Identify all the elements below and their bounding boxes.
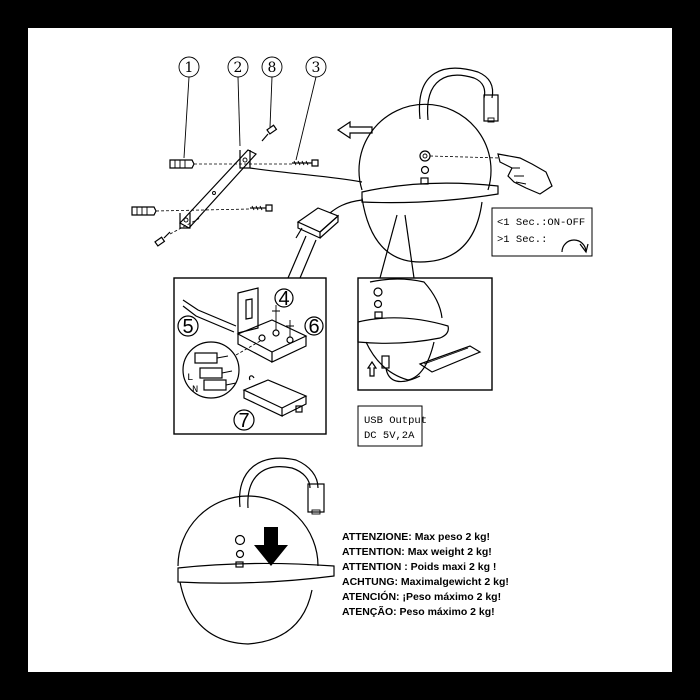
svg-text:5: 5: [182, 316, 193, 338]
svg-text:1: 1: [185, 60, 194, 76]
svg-text:3: 3: [312, 60, 321, 76]
mounting-bracket: [179, 149, 257, 229]
wall-anchor-bottom: [131, 206, 157, 216]
callout-7: 7: [233, 409, 255, 432]
lamp-bottom-gooseneck: [238, 457, 319, 508]
alignment-line-screw: [169, 217, 201, 235]
insert-arrow-icon: [366, 360, 378, 377]
warning-de: ACHTUNG: Maximalgewicht 2 kg!: [342, 576, 509, 588]
lamp-top-gooseneck: [418, 67, 494, 120]
touch-info-box: <1 Sec.:ON-OFF >1 Sec.:: [491, 207, 593, 257]
touch-button-icon: [419, 150, 431, 162]
smartphone-icon: [418, 345, 482, 373]
alignment-line-bottom: [155, 208, 251, 212]
usb-plug-icon: [381, 355, 390, 369]
lamp-bottom-shelf: [177, 562, 335, 584]
svg-text:>1 Sec.:: >1 Sec.:: [497, 234, 547, 246]
callout-8: 8: [261, 56, 283, 128]
callout-6: 6: [304, 316, 324, 338]
usb-output-box: USB Output DC 5V,2A: [357, 405, 427, 447]
lamp-top-dome: [358, 103, 492, 191]
lamp-bottom: [177, 457, 335, 645]
lamp-bottom-touch-icon: [234, 534, 246, 546]
svg-text:2: 2: [234, 60, 243, 76]
mount-direction-arrow: [336, 120, 373, 140]
usb-detail-panel: [357, 277, 493, 391]
power-cable: [249, 167, 363, 183]
callout-1: 1: [178, 56, 200, 159]
warning-es: ATENCIÓN: ¡Peso máximo 2 kg!: [342, 590, 501, 603]
svg-text:4: 4: [278, 288, 289, 310]
wall-anchor-top: [169, 159, 195, 169]
svg-text:N: N: [192, 384, 198, 396]
svg-text:L: L: [187, 372, 193, 384]
wiring-detail-panel: L N: [173, 277, 327, 435]
warning-pt: ATENÇÃO: Peso máximo 2 kg!: [342, 605, 495, 618]
lamp-bottom-lower-dome: [179, 581, 313, 645]
lamp-bottom-led-icon: [235, 549, 245, 559]
warning-en: ATTENTION: Max weight 2 kg!: [342, 546, 492, 558]
lamp-bottom-gooseneck-inner: [247, 466, 311, 509]
screw-long-top: [292, 159, 319, 167]
touch-guide-line: [429, 155, 501, 159]
svg-text:8: 8: [268, 60, 277, 76]
lamp-top: [358, 67, 501, 263]
screw-long-bottom: [250, 204, 273, 212]
svg-text:<1 Sec.:ON-OFF: <1 Sec.:ON-OFF: [497, 217, 585, 229]
svg-text:USB Output: USB Output: [364, 415, 427, 427]
lamp-bottom-head: [307, 483, 325, 513]
lamp-top-lower-dome: [361, 197, 483, 263]
connector-magnifier: [182, 341, 240, 399]
dimming-arrow-icon: [579, 243, 589, 254]
dimming-arc-icon: [561, 239, 587, 253]
usb-panel-led-icon: [373, 299, 383, 309]
svg-text:7: 7: [238, 410, 249, 432]
svg-text:DC 5V,2A: DC 5V,2A: [364, 430, 415, 442]
usb-panel-touch-icon: [373, 287, 383, 297]
weight-warnings: ATTENZIONE: Max peso 2 kg! ATTENTION: Ma…: [342, 531, 509, 618]
detail-pointer-line: [287, 235, 307, 279]
usb-port-icon: [420, 177, 429, 185]
warning-fr: ATTENTION : Poids maxi 2 kg !: [342, 561, 496, 573]
callout-4: 4: [274, 288, 294, 310]
callout-3: 3: [295, 56, 327, 161]
pointing-hand-icon: [497, 153, 553, 195]
weight-down-arrow-icon: [254, 527, 288, 566]
driver-junction-box: [295, 199, 363, 239]
lamp-bottom-port-icon: [235, 561, 244, 568]
callout-5: 5: [177, 315, 199, 338]
led-indicator-icon: [420, 165, 430, 175]
screw-small-bottom: [154, 231, 171, 247]
lamp-top-gooseneck-inner: [427, 74, 486, 121]
lamp-top-shelf: [361, 182, 499, 204]
warning-it: ATTENZIONE: Max peso 2 kg!: [342, 531, 490, 543]
lamp-top-head: [483, 94, 499, 122]
screw-small-top: [261, 124, 278, 142]
callout-2: 2: [227, 56, 249, 147]
svg-text:6: 6: [308, 316, 319, 338]
usb-panel-port-icon: [374, 311, 383, 319]
